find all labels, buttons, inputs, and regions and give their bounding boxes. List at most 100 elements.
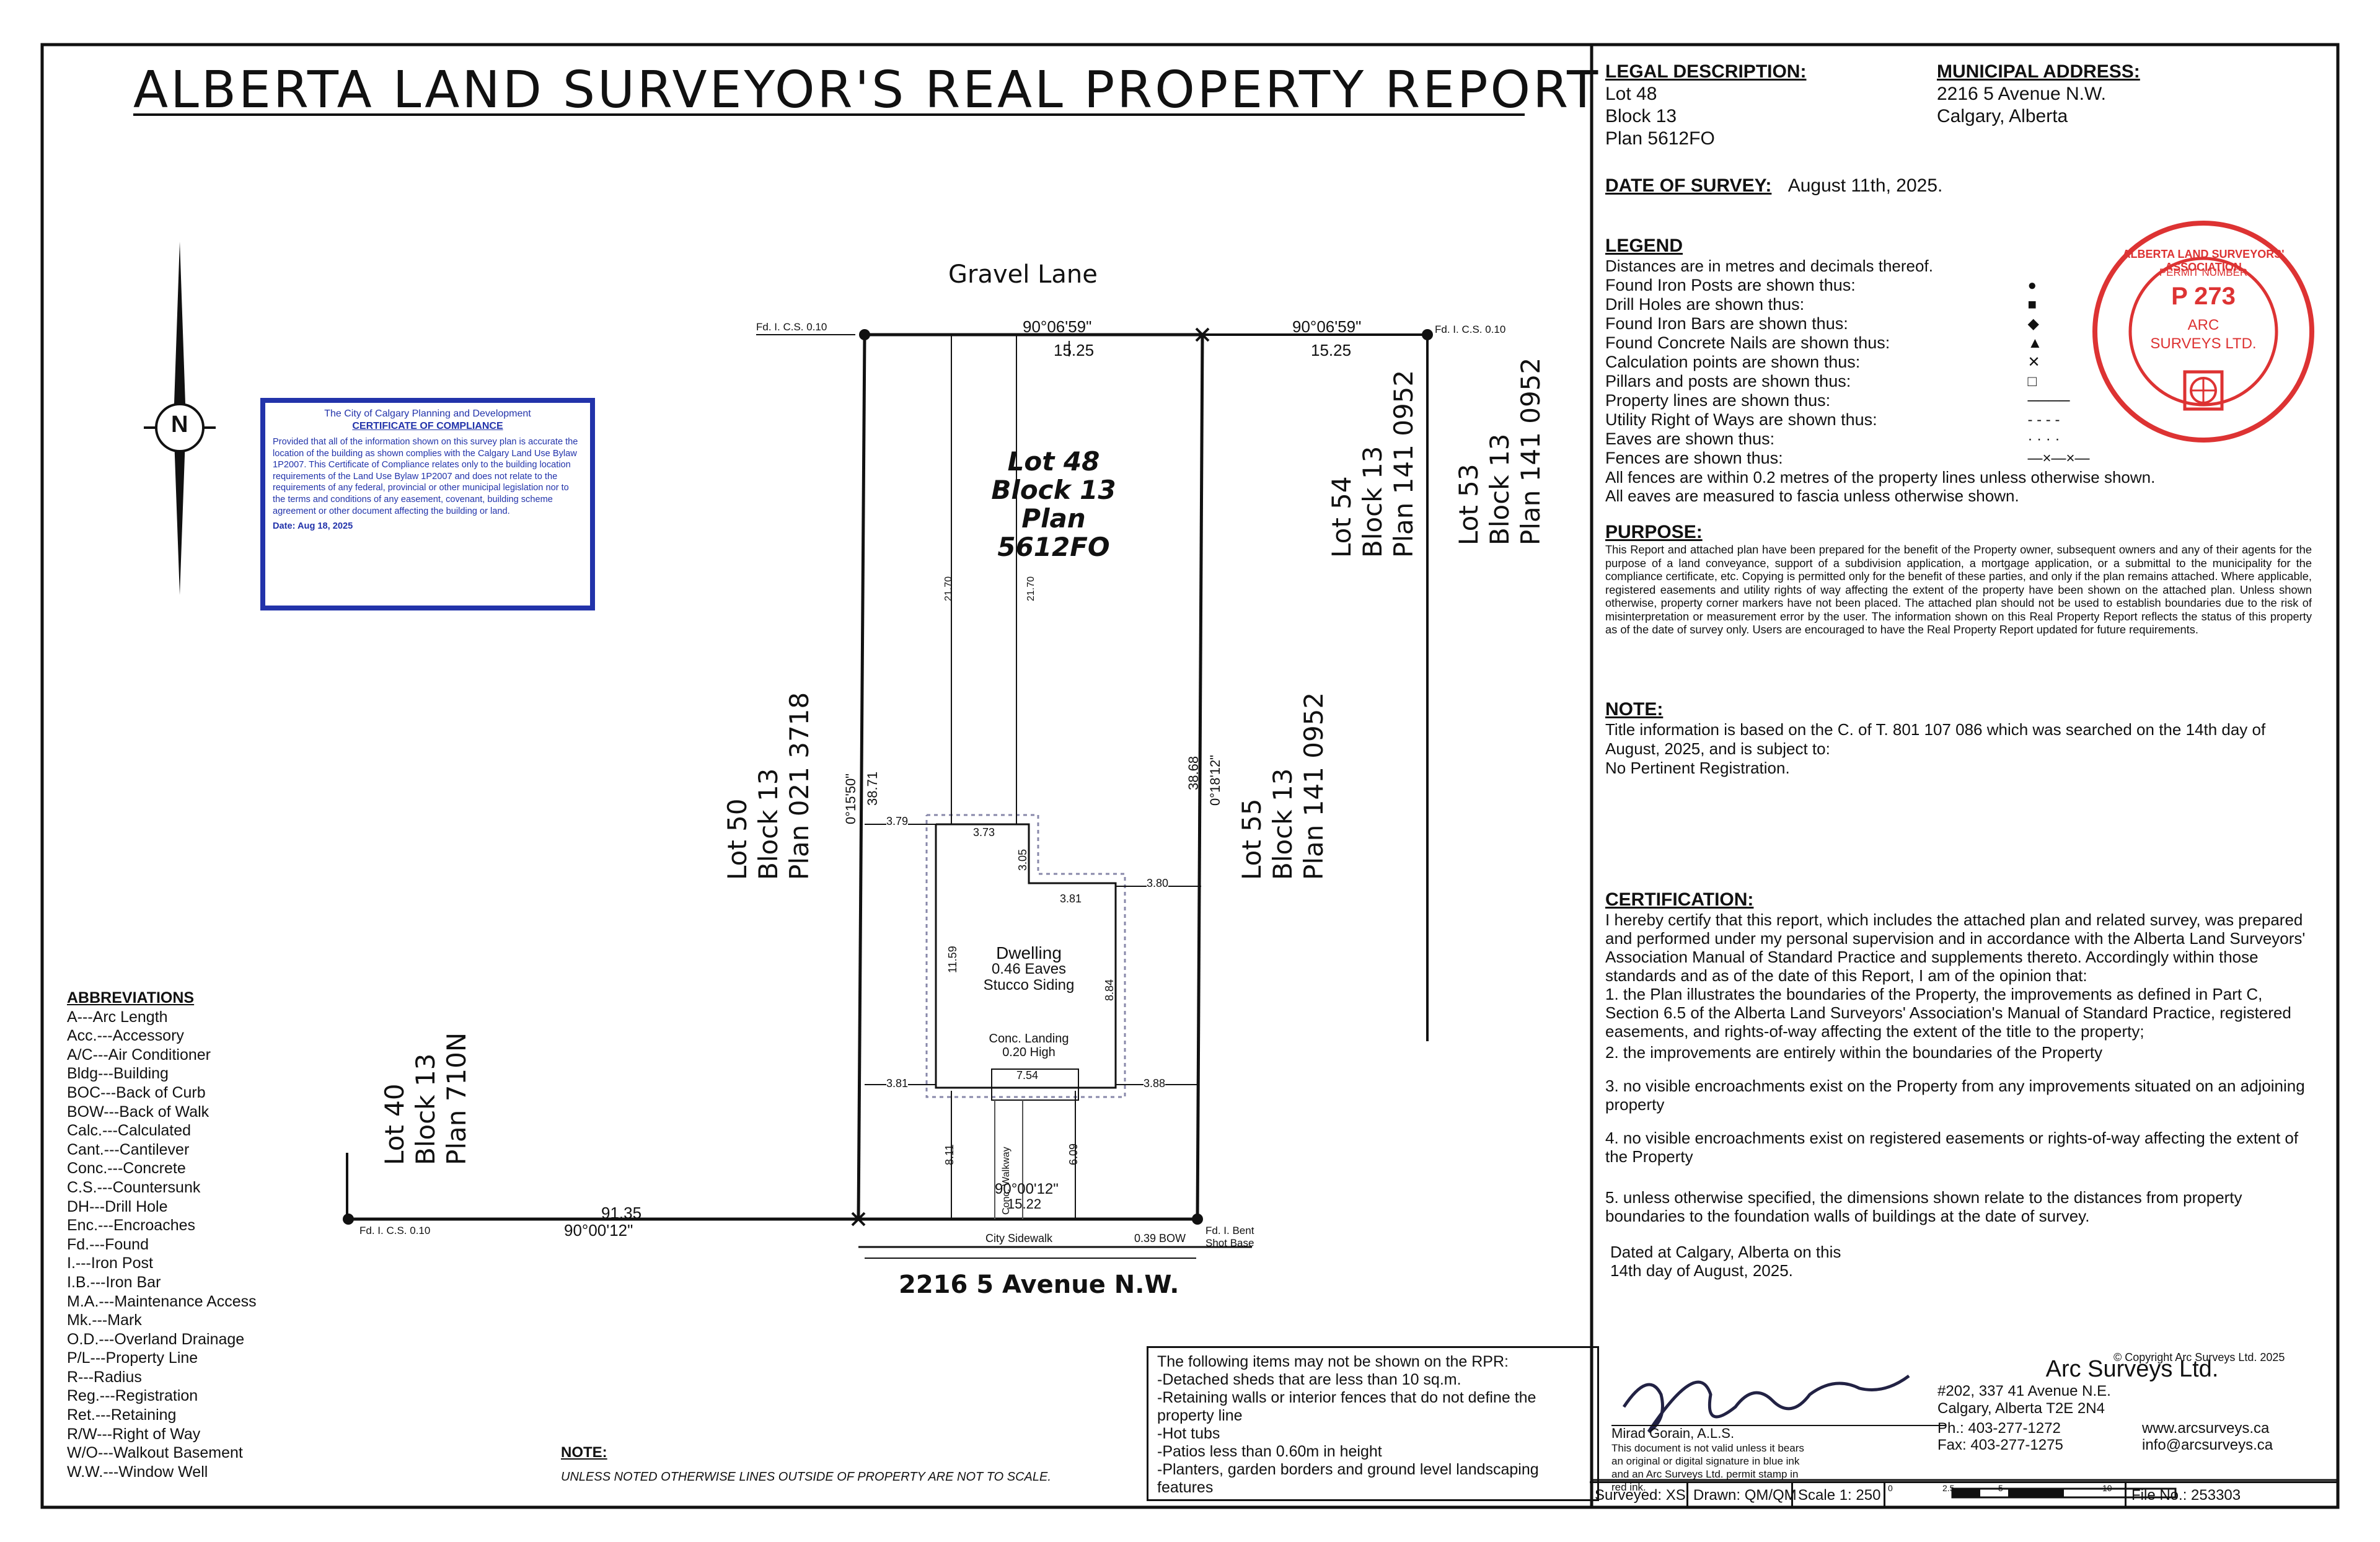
- abbr-item: R/W---Right of Way: [67, 1425, 201, 1443]
- dim-north-ext: 15.25: [1311, 341, 1352, 359]
- legend-row: Found Concrete Nails are shown thus:▲: [1605, 333, 2043, 352]
- dim-front-east: 3.88: [1144, 1077, 1166, 1090]
- rpr-exclusions-box: The following items may not be shown on …: [1147, 1346, 1599, 1501]
- abbr-item: C.S.---Countersunk: [67, 1178, 201, 1196]
- legend-row: Pillars and posts are shown thus:□: [1605, 372, 2037, 390]
- lot-48-boundary: [347, 333, 1204, 1221]
- dim-notch-top: 3.73: [973, 826, 995, 839]
- stamp-outer-text: ALBERTA LAND SURVEYORS' ASSOCIATION: [2122, 248, 2285, 273]
- rpr-exclusion-item: -Retaining walls or interior fences that…: [1157, 1389, 1536, 1424]
- legend-row: Fences are shown thus:—×—×—: [1605, 449, 2090, 467]
- legend-row: Calculation points are shown thus:✕: [1605, 353, 2040, 371]
- found-sw-label: Fd. I. C.S. 0.10: [359, 1225, 431, 1236]
- dim-rear-east: 21.70: [1026, 576, 1036, 601]
- abbr-item: A/C---Air Conditioner: [67, 1046, 211, 1064]
- dim-notch-side: 3.05: [1016, 848, 1029, 871]
- copyright: © Copyright Arc Surveys Ltd. 2025: [2113, 1351, 2285, 1364]
- legend-row: Property lines are shown thus:────: [1605, 391, 2070, 410]
- abbr-item: Cant.---Cantilever: [67, 1140, 190, 1158]
- bearing-east: 0°18'12": [1207, 755, 1223, 806]
- dim-west-rear-setback: 3.79: [886, 815, 909, 828]
- report-title: ALBERTA LAND SURVEYOR'S REAL PROPERTY RE…: [133, 61, 1601, 120]
- municipal-address: MUNICIPAL ADDRESS: 2216 5 Avenue N.W.Cal…: [1937, 61, 2140, 126]
- compliance-date: Date: Aug 18, 2025: [273, 521, 353, 532]
- abbr-item: R---Radius: [67, 1368, 142, 1386]
- found-nw-label: Fd. I. C.S. 0.10: [756, 321, 827, 333]
- bearing-north-ext: 90°06'59": [1292, 317, 1362, 336]
- rpr-exclusion-item: -Hot tubs: [1157, 1425, 1220, 1442]
- abbr-item: W.W.---Window Well: [67, 1463, 208, 1481]
- bearing-west: 0°15'50": [843, 773, 858, 824]
- legend-row: Eaves are shown thus:· · · ·: [1605, 430, 2060, 448]
- scale-note-text: UNLESS NOTED OTHERWISE LINES OUTSIDE OF …: [561, 1470, 1051, 1484]
- permit-stamp-seal: [2092, 221, 2314, 443]
- abbr-item: Reg.---Registration: [67, 1387, 198, 1405]
- dim-north: 15.25: [1054, 341, 1095, 359]
- dim-west: 38.71: [865, 771, 880, 806]
- gravel-lane-label: Gravel Lane: [948, 260, 1098, 289]
- dim-east-rear-setback: 3.80: [1147, 877, 1169, 890]
- sidewalk-label: City Sidewalk: [985, 1232, 1053, 1245]
- stamp-permit-label: PERMIT NUMBER: [2159, 267, 2248, 278]
- abbr-item: I.B.---Iron Bar: [67, 1273, 161, 1291]
- bow-label: 0.39 BOW: [1134, 1232, 1186, 1245]
- abbr-item: Fd.---Found: [67, 1235, 149, 1253]
- dim-notch-back: 3.81: [1060, 892, 1082, 905]
- abbr-item: W/O---Walkout Basement: [67, 1444, 243, 1462]
- abbr-item: I.---Iron Post: [67, 1254, 153, 1272]
- calculation-point-markers: [851, 327, 1210, 1227]
- abbr-item: Conc.---Concrete: [67, 1160, 186, 1178]
- purpose: PURPOSE: This Report and attached plan h…: [1605, 522, 2312, 636]
- abbreviations-heading: ABBREVIATIONS: [67, 989, 195, 1007]
- abbr-item: Ret.---Retaining: [67, 1406, 177, 1424]
- signature-icon: [1622, 1374, 1910, 1434]
- company-title-block: Arc Surveys Ltd. #202, 337 41 Avenue N.E…: [1937, 1356, 2273, 1453]
- dim-front-setback-west: 8.11: [943, 1144, 956, 1165]
- found-se-label: Fd. I. Bent Shot Base: [1205, 1225, 1254, 1249]
- dim-landing-width: 7.54: [1016, 1069, 1039, 1082]
- legend-row: Found Iron Posts are shown thus:●: [1605, 276, 2037, 294]
- dim-south: 15.22: [1007, 1196, 1042, 1212]
- bearing-north: 90°06'59": [1023, 317, 1092, 336]
- scale-note-heading: NOTE:: [561, 1444, 607, 1461]
- dim-front-setback-east: 6.09: [1067, 1143, 1080, 1165]
- bearing-south-ext: 90°00'12": [564, 1221, 633, 1240]
- footer-bar: Surveyed: XS Drawn: QM/QM Scale 1: 250 0…: [1590, 1481, 2337, 1508]
- dim-dwelling-west: 11.59: [946, 946, 959, 973]
- certificate-of-compliance: The City of Calgary Planning and Develop…: [260, 398, 595, 610]
- street-label: 2216 5 Avenue N.W.: [899, 1271, 1179, 1299]
- scale-bar: [1951, 1487, 2177, 1499]
- dwelling-footprint: [935, 823, 1117, 1089]
- legend-row: Drill Holes are shown thus:■: [1605, 295, 2037, 314]
- dim-south-ext: 91.35: [601, 1204, 642, 1222]
- found-ne-label: Fd. I. C.S. 0.10: [1435, 324, 1506, 335]
- north-arrow-icon: [144, 242, 216, 595]
- compliance-text: Provided that all of the information sho…: [273, 437, 578, 516]
- abbr-item: DH---Drill Hole: [67, 1197, 168, 1215]
- title-note: NOTE: Title information is based on the …: [1605, 699, 2266, 777]
- rpr-exclusion-item: -Patios less than 0.60m in height: [1157, 1443, 1382, 1460]
- certification: CERTIFICATION: I hereby certify that thi…: [1605, 889, 2306, 1280]
- abbreviations-block: ABBREVIATIONS A---Arc Length Acc.---Acce…: [67, 989, 257, 1481]
- abbr-item: P/L---Property Line: [67, 1349, 198, 1367]
- abbr-item: Enc.---Encroaches: [67, 1217, 196, 1235]
- legend: LEGEND Distances are in metres and decim…: [1605, 236, 2156, 505]
- north-label: N: [171, 412, 188, 438]
- rpr-exclusion-item: -Planters, garden borders and ground lev…: [1157, 1461, 1539, 1496]
- found-iron-post-markers: [343, 329, 1433, 1225]
- abbr-item: A---Arc Length: [67, 1008, 168, 1026]
- compliance-heading: CERTIFICATE OF COMPLIANCE: [352, 421, 503, 431]
- abbr-item: Mk.---Mark: [67, 1311, 142, 1329]
- rpr-exclusions-heading: The following items may not be shown on …: [1157, 1353, 1509, 1370]
- compliance-org: The City of Calgary Planning and Develop…: [324, 408, 531, 419]
- bearing-south: 90°00'12": [995, 1181, 1059, 1197]
- rpr-exclusion-item: -Detached sheds that are less than 10 sq…: [1157, 1371, 1461, 1388]
- abbr-item: Calc.---Calculated: [67, 1122, 192, 1140]
- dwelling-eaves: [925, 814, 1126, 1098]
